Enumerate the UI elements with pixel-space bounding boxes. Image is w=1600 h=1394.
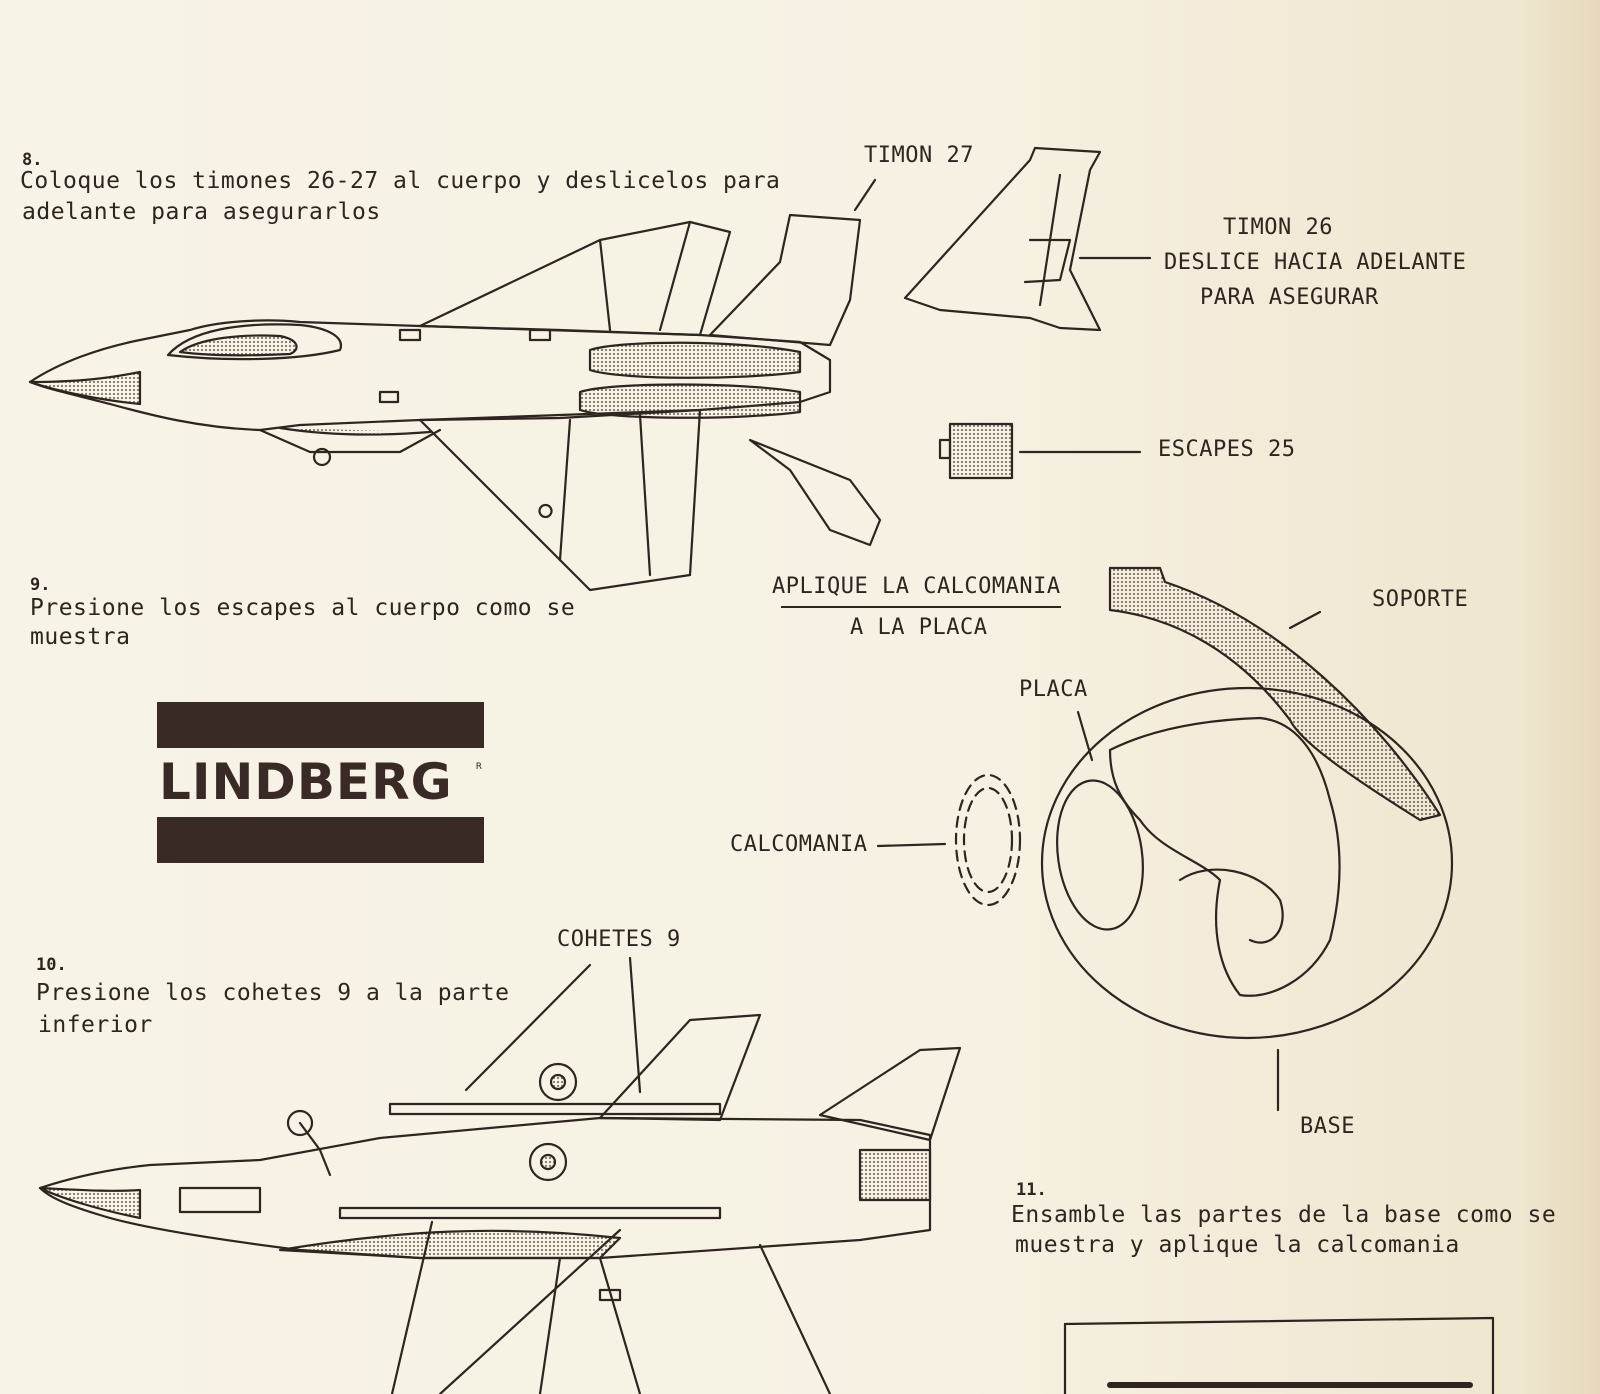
logo-wordmark: LINDBERG [159,753,453,811]
callout-placa: PLACA [1019,677,1088,702]
step-8-text-line-2: adelante para asegurarlos [22,199,381,225]
callout-soporte: SOPORTE [1372,587,1469,612]
callout-para-asegurar: PARA ASEGURAR [1200,285,1379,310]
callout-aplique-line-2: A LA PLACA [850,615,988,640]
logo-registered-mark: R [475,762,482,772]
callout-base: BASE [1300,1114,1355,1139]
step-11-number: 11. [1016,1180,1047,1200]
step-11-text-line-1: Ensamble las partes de la base como se [1011,1202,1557,1228]
callout-timon-27: TIMON 27 [864,143,974,168]
callout-deslice: DESLICE HACIA ADELANTE [1164,250,1467,275]
aplique-underline [781,606,1061,608]
callout-escapes-25: ESCAPES 25 [1158,437,1296,462]
step-8-text-line-1: Coloque los timones 26-27 al cuerpo y de… [20,168,781,194]
step-8-number: 8. [22,150,43,170]
callout-timon-26: TIMON 26 [1223,215,1333,240]
calcomania-decal [954,773,1022,907]
step-10-number: 10. [36,955,67,975]
placa-plate [1056,779,1144,931]
rudder-26-part [903,146,1102,332]
logo-top-bar [157,702,484,748]
step-9-text-line-2: muestra [30,624,131,650]
exhaust-part [948,422,1014,480]
soporte-arm [1108,566,1442,822]
globe-base [1040,686,1454,1040]
logo-bottom-bar [157,817,484,863]
jet-top-view-illustration [28,213,882,592]
step-11-text-line-2: muestra y aplique la calcomania [1015,1232,1460,1258]
callout-calcomania: CALCOMANIA [730,832,868,857]
callout-aplique-line-1: APLIQUE LA CALCOMANIA [772,574,1061,599]
step-9-number: 9. [30,575,51,595]
step-10-text-line-2: inferior [38,1012,153,1038]
jet-side-view-illustration [38,956,962,1394]
step-10-text-line-1: Presione los cohetes 9 a la parte [36,980,510,1006]
step-9-text-line-1: Presione los escapes al cuerpo como se [30,595,576,621]
lindberg-logo: LINDBERG R [157,702,484,863]
callout-cohetes-9: COHETES 9 [557,927,681,952]
